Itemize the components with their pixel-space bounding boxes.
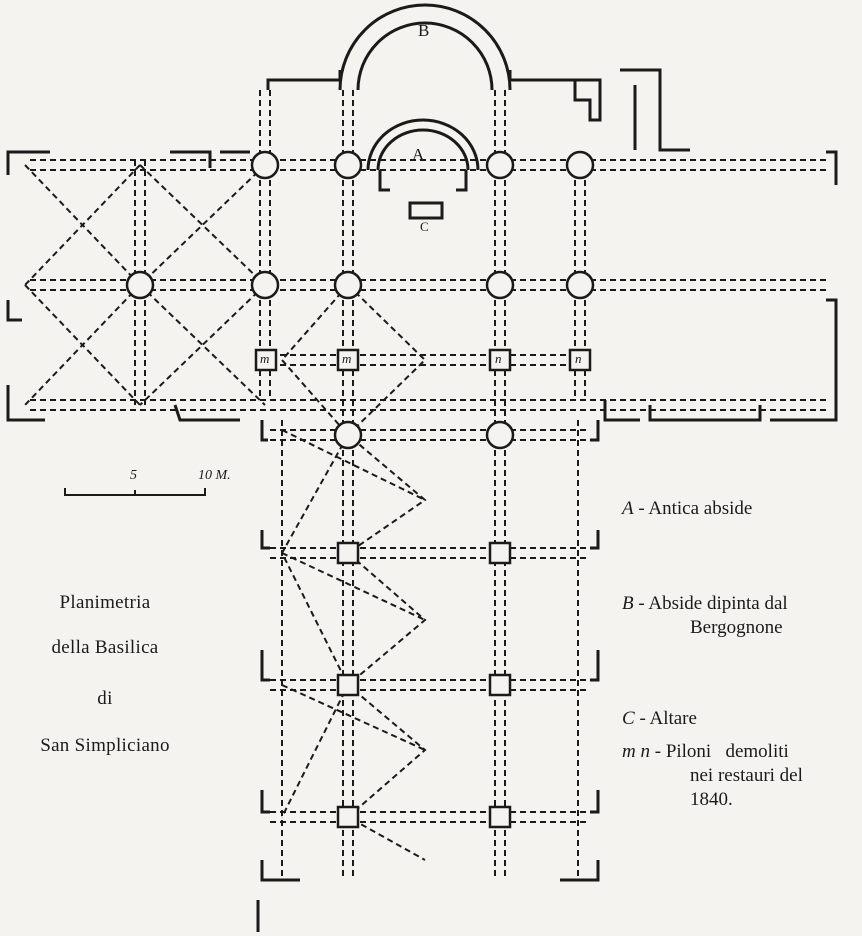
caption-line-3: di (97, 688, 113, 709)
legend-text: Piloni demoliti (665, 741, 789, 762)
legend-item-mn-cont: nei restauri del (690, 765, 803, 786)
altar-c-label: C (420, 219, 429, 234)
caption-line-4: San Simpliciano (40, 735, 170, 756)
legend-text: Altare (649, 708, 697, 729)
apse-a-label: A (412, 145, 425, 164)
legend-item-mn-cont2: 1840. (690, 789, 733, 810)
legend-item-mn: m n - Piloni demoliti (622, 740, 789, 764)
pier-m1-label: m (260, 351, 270, 366)
legend-sep: - (633, 498, 649, 519)
legend-sep: - (633, 593, 649, 614)
caption-line-2: della Basilica (51, 637, 159, 658)
pier-m2-label: m (342, 351, 352, 366)
scale-bar (64, 488, 206, 496)
apse-b-label: B (418, 21, 430, 40)
legend-item-c: C - Altare (622, 707, 697, 731)
legend-key: A (622, 498, 634, 519)
legend-key: C (622, 708, 635, 729)
caption-line-1: Planimetria (59, 592, 151, 613)
legend-sep: - (634, 708, 650, 729)
legend-key: m n (622, 741, 650, 762)
pier-n2-label: n (575, 351, 582, 366)
legend-key: B (622, 593, 634, 614)
legend-item-b-cont: Bergognone (690, 617, 783, 638)
scale-end-label: 10 M. (198, 468, 231, 483)
legend-text: Abside dipinta dal (648, 593, 788, 614)
walls (6, 3, 838, 932)
legend-text: Antica abside (648, 498, 753, 519)
scale-mid-label: 5 (130, 468, 137, 483)
pier-n1-label: n (495, 351, 502, 366)
legend-item-a: A - Antica abside (622, 497, 752, 521)
legend-item-b: B - Abside dipinta dal (622, 592, 788, 616)
piers (125, 150, 595, 829)
legend-sep: - (649, 741, 666, 762)
